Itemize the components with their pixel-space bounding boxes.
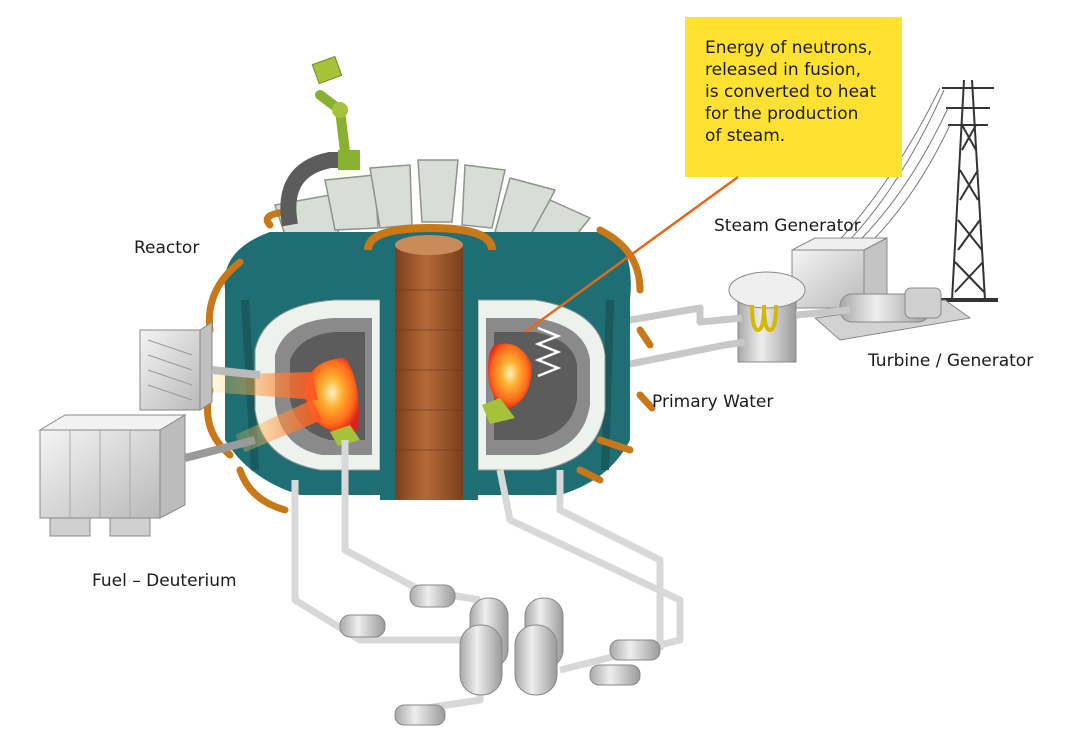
pressure-tanks [459, 597, 564, 696]
steam-generator [728, 271, 806, 363]
label-fuel-deuterium: Fuel – Deuterium [92, 571, 237, 591]
callout-line: released in fusion, [705, 60, 862, 80]
heating-system-box [139, 321, 261, 411]
injection-beam-lower [235, 400, 322, 452]
plasma-right [488, 343, 532, 410]
callout-text: Energy of neutrons, released in fusion, … [685, 17, 902, 177]
heat-exchanger-coil [534, 326, 562, 378]
label-steam-generator: Steam Generator [714, 216, 861, 236]
label-primary-water: Primary Water [652, 392, 774, 412]
callout-line: Energy of neutrons, [705, 38, 873, 58]
divertor-left [330, 425, 360, 446]
callout-leader-line [524, 175, 739, 334]
reactor [204, 159, 656, 514]
callout-line: of steam. [705, 126, 786, 146]
turbine-generator-unit [791, 237, 972, 341]
label-reactor: Reactor [134, 238, 200, 258]
vacuum-chamber-right [477, 299, 606, 471]
label-turbine-generator: Turbine / Generator [868, 351, 1034, 371]
divertor-right [482, 398, 515, 424]
injection-beam-upper [210, 372, 318, 400]
fuel-tank-unit [38, 414, 256, 537]
callout-line: for the production [705, 104, 859, 124]
callout-box [685, 17, 902, 177]
remote-handling-arm [280, 55, 360, 227]
pumps [339, 584, 661, 726]
transmission-tower [938, 79, 998, 302]
callout-line: is converted to heat [705, 82, 877, 102]
central-solenoid [380, 235, 478, 500]
